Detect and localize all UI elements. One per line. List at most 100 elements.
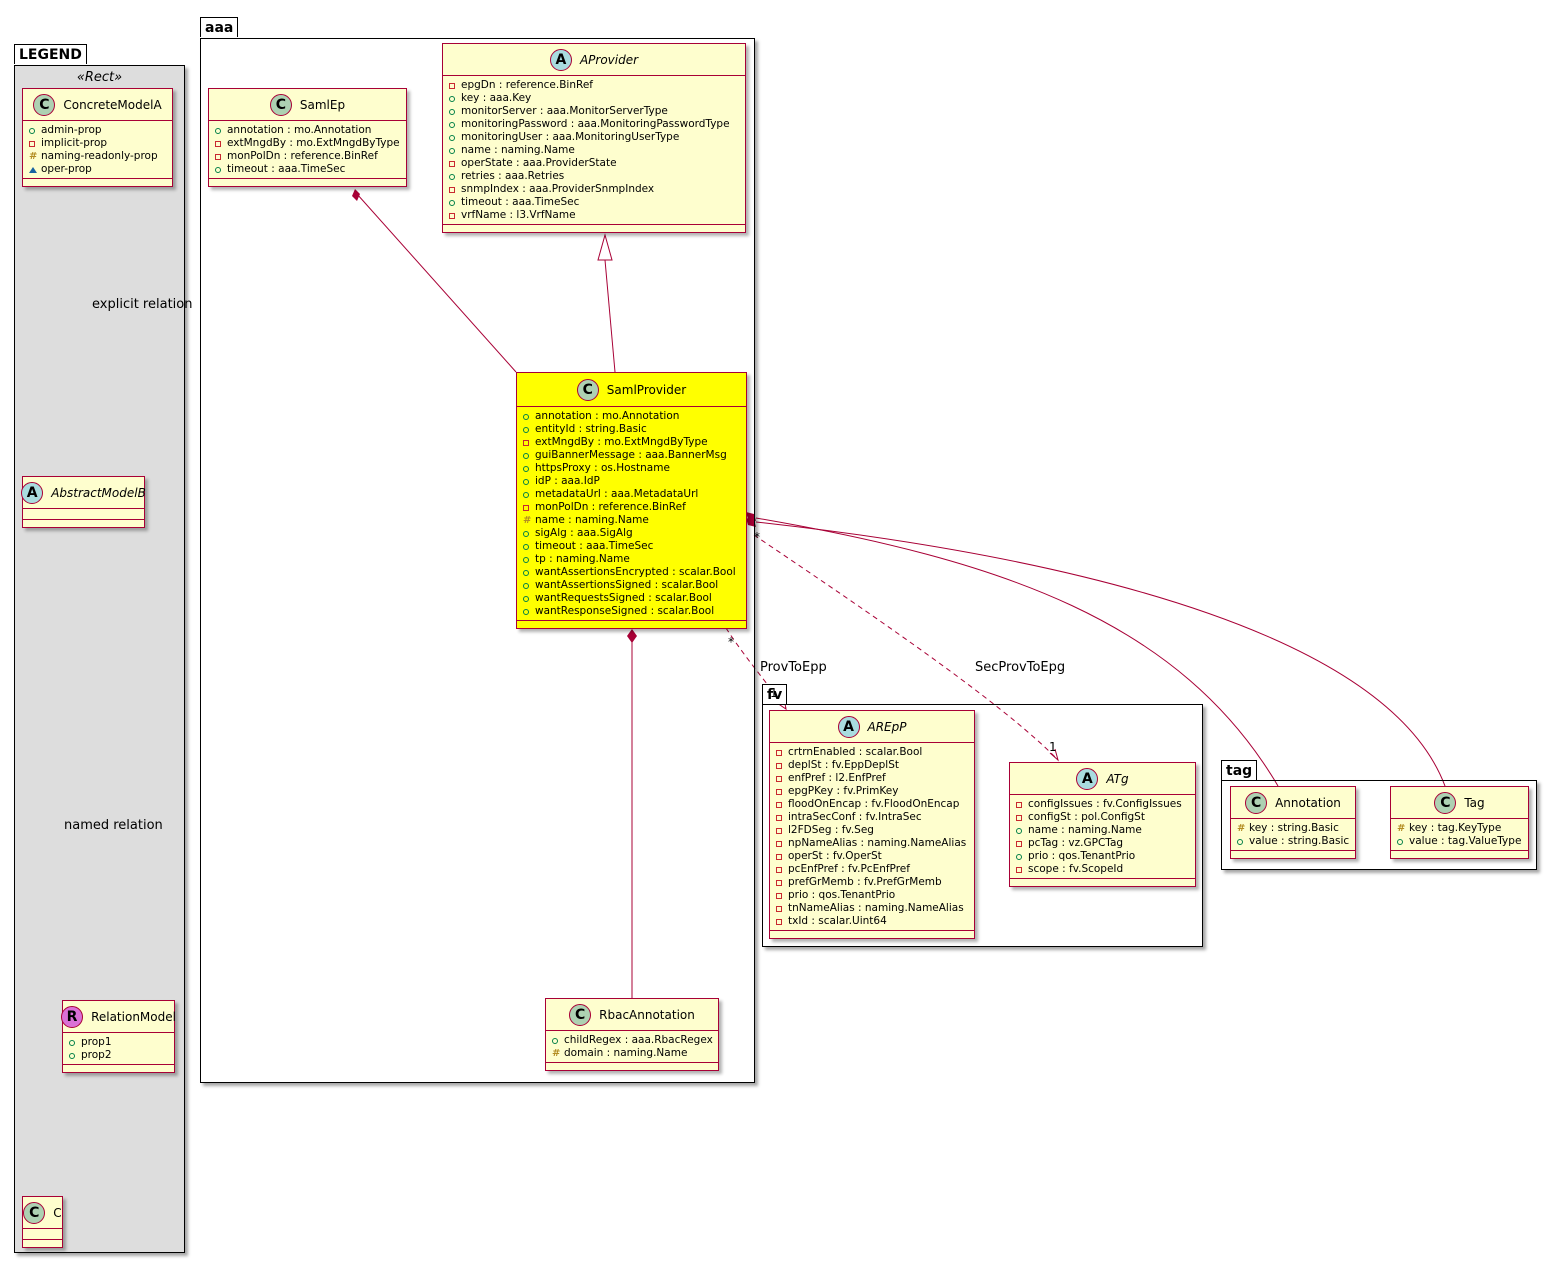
class-attribute: extMngdBy : mo.ExtMngdByType [215,137,400,150]
class-methods [770,931,974,938]
class-name: RelationModel [91,1009,176,1024]
class-name: AProvider [579,52,639,67]
class-attribute: httpsProxy : os.Hostname [523,462,740,475]
class-attribute: #naming-readonly-prop [29,150,158,162]
visibility-icon [776,892,788,899]
class-abstract-model-b: A AbstractModelB [21,476,146,528]
class-attribute: configIssues : fv.ConfigIssues [1016,798,1189,811]
class-attribute: vrfName : l3.VrfName [449,209,739,222]
class-attribute: deplSt : fv.EppDeplSt [776,759,968,772]
visibility-icon [776,879,788,886]
class-attribute: prio : qos.TenantPrio [776,889,968,902]
multiplicity-one-secprov: 1 [1049,740,1057,754]
class-name: AbstractModelB [51,485,146,500]
class-attribute: npNameAlias : naming.NameAlias [776,837,968,850]
class-methods [209,179,406,186]
class-attribute: key : aaa.Key [449,92,739,105]
class-attribute: name : naming.Name [449,144,739,157]
class-methods [546,1063,718,1070]
visibility-icon [523,530,535,537]
abstract-class-icon: A [21,481,44,504]
class-attribute: wantAssertionsSigned : scalar.Bool [523,579,740,592]
visibility-icon [29,127,41,134]
visibility-icon [523,413,535,420]
class-attribute: #domain : naming.Name [552,1047,688,1059]
class-attribute: timeout : aaa.TimeSec [215,163,400,176]
class-methods [1391,851,1528,858]
class-attribute: monitoringPassword : aaa.MonitoringPassw… [449,118,739,131]
class-attribute: admin-prop [29,124,166,137]
class-attribute: tnNameAlias : naming.NameAlias [776,902,968,915]
class-attribute: value : string.Basic [1237,835,1349,848]
class-methods [63,1065,174,1072]
class-attribute: enfPref : l2.EnfPref [776,772,968,785]
class-methods [23,179,172,186]
visibility-icon [523,569,535,576]
visibility-icon [1016,801,1028,808]
tag-composition-line [755,521,1446,787]
class-icon: C [569,1003,592,1026]
class-header: A AREpP [770,711,974,743]
inheritance-triangle [597,233,613,261]
class-attribute: tp : naming.Name [523,553,740,566]
visibility-icon [776,918,788,925]
class-name: ATg [1106,771,1129,786]
explicit-relation-label: explicit relation [92,297,193,312]
visibility-icon [523,478,535,485]
visibility-icon [449,212,461,219]
visibility-icon [776,827,788,834]
class-attribute: implicit-prop [29,137,166,150]
class-attribute: metadataUrl : aaa.MetadataUrl [523,488,740,501]
tag-composition-diamond [746,518,756,527]
class-attribute: #name : naming.Name [523,514,649,526]
visibility-icon [776,853,788,860]
class-attribute: childRegex : aaa.RbacRegex [552,1034,713,1047]
class-name: AREpP [867,719,907,734]
class-attribute: wantResponseSigned : scalar.Bool [523,605,740,618]
relation-class-icon: R [61,1005,84,1028]
abstract-class-icon: A [549,48,572,71]
named-relation-label: named relation [64,818,163,833]
class-attribute: wantAssertionsEncrypted : scalar.Bool [523,566,740,579]
visibility-icon [69,1039,81,1046]
visibility-icon [215,153,227,160]
visibility-icon [523,439,535,446]
visibility-icon [1237,838,1249,845]
class-icon: C [1245,791,1268,814]
class-methods [443,225,745,232]
class-attribute: epgPKey : fv.PrimKey [776,785,968,798]
secprovtoepg-label: SecProvToEpg [975,660,1066,675]
visibility-icon: # [1237,822,1246,834]
visibility-icon [449,134,461,141]
abstract-class-icon: A [837,715,860,738]
tag-package [1221,780,1537,870]
visibility-icon [552,1037,564,1044]
class-attribute: prio : qos.TenantPrio [1016,850,1189,863]
class-attribute: crtrnEnabled : scalar.Bool [776,746,968,759]
abstract-class-icon: A [1076,767,1099,790]
class-attribute: annotation : mo.Annotation [215,124,400,137]
visibility-icon [449,147,461,154]
class-methods [1231,851,1355,858]
visibility-icon [523,608,535,615]
class-methods [1010,879,1195,886]
class-attribute: intraSecConf : fv.IntraSec [776,811,968,824]
legend-package [14,65,185,1253]
class-attribute: timeout : aaa.TimeSec [449,196,739,209]
class-icon: C [269,93,292,116]
visibility-icon [1016,840,1028,847]
secprovtoepg-arrow [1049,748,1059,762]
fv-package [762,704,1203,947]
class-attribute: name : naming.Name [1016,824,1189,837]
visibility-icon [523,504,535,511]
visibility-icon [1016,827,1028,834]
